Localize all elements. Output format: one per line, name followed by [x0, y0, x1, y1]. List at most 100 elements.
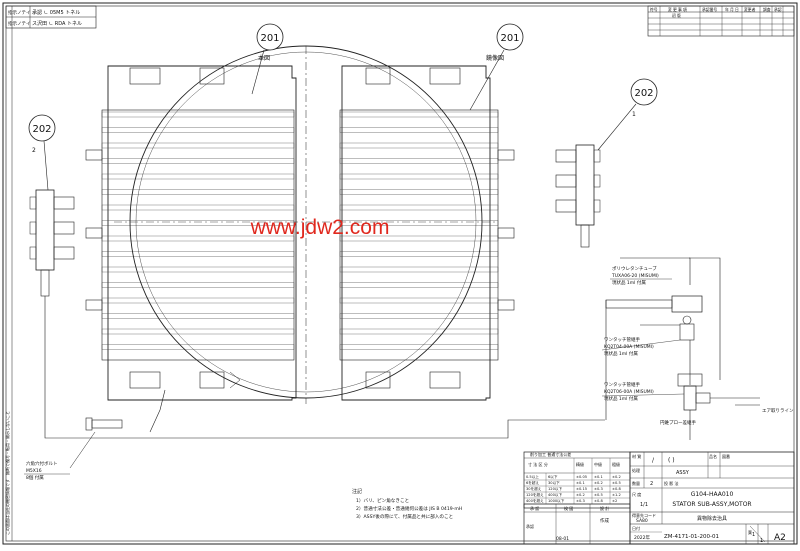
tolerance-cell: ±0.1 [594, 475, 603, 479]
notes-title: 注記 [352, 488, 362, 495]
tolerance-cell: ±0.1 [576, 481, 585, 485]
tb-material-value: / [652, 457, 655, 464]
tube-band [101, 173, 295, 180]
tube-band [101, 142, 295, 149]
tube-band [339, 251, 499, 257]
tb-size-value: A2 [774, 533, 786, 543]
tube-band [101, 297, 295, 304]
tolerance-col-1: 精級 [576, 461, 584, 467]
tb-revision-value: 08-01 [556, 536, 569, 542]
tube-band [101, 344, 295, 350]
tolerance-cell: 0.5以上 [526, 474, 539, 479]
tube-band [339, 158, 499, 164]
rev-header-5: 調査 [763, 7, 771, 12]
watermark: www.jdw2.com [250, 216, 390, 239]
side-fitting [85, 299, 103, 311]
tube-band [101, 235, 295, 242]
header-row1-value: 承認 ㄴ 05M5 トネル [32, 9, 80, 16]
balloon-201-right: 201 鏡像図 [469, 23, 524, 111]
tolerance-cell: 120を超え [526, 492, 544, 497]
tube-band [339, 127, 499, 133]
rev-first-row: 初 版 [672, 13, 681, 18]
notes-block: 注記 1）バリ、ピン角なきこと 2）普通寸法公差・普通幾何公差は JIS B 0… [352, 488, 462, 520]
tolerance-title: 削り加工 普通寸法公差 [530, 451, 571, 457]
callout-tube-qty: 現状品 1ml 付属 [612, 279, 646, 286]
tolerance-footer-1: 検 図 [564, 505, 573, 511]
tb-treatment-value: ( ) [668, 457, 675, 464]
balloon-202-right-label: 1 [632, 111, 636, 118]
balloon-201-left-number: 201 [260, 33, 279, 44]
tolerance-cell: 400を超え [526, 498, 544, 503]
manifold-202-right [555, 144, 601, 248]
tube-band [101, 189, 295, 195]
tolerance-cell: 6以下 [548, 475, 558, 479]
tube-band [101, 313, 295, 319]
tube-band [101, 158, 295, 164]
rev-header-2: 承認番号 [702, 7, 717, 12]
tb-drawing-no-label: 図番 [722, 453, 730, 459]
tolerance-cell: 6を超え [526, 480, 539, 485]
bolt-title: 六角穴付ボルト [26, 460, 58, 467]
tolerance-cell: ±0.5 [612, 481, 621, 485]
tb-date-label: 日付 [632, 525, 640, 531]
second-tee-fitting [677, 373, 711, 411]
callout-pipe: 円錐プロー差継手 [660, 419, 696, 426]
bolt-callout: 六角穴付ボルト M5X16 8個 付属 [24, 417, 123, 481]
tolerance-cell: ±0.2 [612, 475, 621, 479]
balloon-202-left-number: 202 [32, 124, 51, 135]
note-1: 1）バリ、ピン角なきこと [356, 497, 409, 504]
side-fitting [85, 227, 103, 239]
callout-tube-part: TUXA06-20 (MISUMI) [611, 273, 659, 279]
balloon-201-right-number: 201 [500, 33, 519, 44]
tube-bands [101, 111, 499, 350]
tb-name-label: 品名 [709, 453, 717, 459]
side-fittings [85, 149, 515, 311]
tube-band [339, 282, 499, 288]
tube-band [339, 142, 499, 149]
tolerance-cell: 1000以下 [548, 499, 565, 503]
rev-header-6: 承認 [774, 7, 782, 12]
tube-band [101, 266, 295, 273]
tb-projection-label: 投 影 法 [664, 480, 679, 486]
tube-band [101, 204, 295, 211]
side-fitting [85, 149, 103, 161]
tolerance-cell: ±0.8 [594, 499, 603, 503]
tube-band [101, 220, 295, 226]
tb-subtitle-value: 異物除去治具 [697, 515, 727, 522]
tolerance-cell: ±0.3 [594, 487, 603, 491]
tube-band [339, 297, 499, 304]
tolerance-cell: ±0.2 [594, 481, 603, 485]
tolerance-cell: ±0.5 [594, 493, 603, 497]
tube-band [339, 328, 499, 335]
callout-joint2-part: KQ2T06-00A (MISUMI) [604, 389, 654, 395]
balloon-202-right: 202 1 [597, 78, 658, 151]
tb-sheet-value: 1 [752, 532, 755, 538]
balloon-202-right-number: 202 [634, 88, 653, 99]
tb-qty-label: 数量 [632, 480, 640, 486]
tube-and-tee-fitting [605, 295, 703, 341]
balloon-202-left: 202 2 [28, 114, 56, 191]
manifold-202-left [29, 189, 75, 297]
tolerance-cell: 400以下 [548, 493, 562, 497]
callout-tube: ポリウレタンチューブ TUXA06-20 (MISUMI) 現状品 1ml 付属 [610, 265, 672, 286]
callout-joint1-title: ワンタッチ管継手 [604, 336, 640, 343]
rev-header-0: 符号 [650, 7, 658, 12]
tb-approver-label: 承認 [526, 523, 534, 529]
tb-drawing-code: ZM-4171-01-200-01 [664, 534, 719, 540]
tb-qty-value: 2 [650, 481, 653, 487]
tolerance-cell: 120以下 [548, 487, 562, 491]
tolerance-cell: ±0.05 [576, 475, 587, 479]
tolerance-cell: ±2 [612, 499, 617, 503]
note-2: 2）普通寸法公差・普通幾何公差は JIS B 0419-mH [356, 505, 462, 512]
tb-date-value: 2022年 [634, 534, 650, 541]
side-notice-strip: この図面は当社の機密情報です 無断で複写・転用・開示しないこと [4, 6, 13, 541]
tube-band [339, 344, 499, 350]
tolerance-cell: ±0.3 [576, 499, 585, 503]
tube-band [339, 189, 499, 195]
balloon-201-right-label: 鏡像図 [486, 54, 504, 62]
tube-band [339, 266, 499, 273]
tube-band [101, 251, 295, 257]
side-fitting [497, 227, 515, 239]
